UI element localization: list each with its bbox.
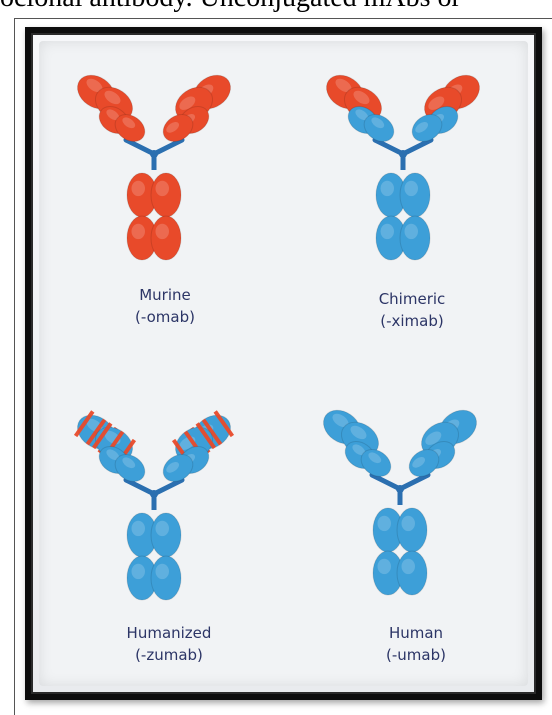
top-divider bbox=[14, 18, 552, 19]
humanized-label: Humanized (-zumab) bbox=[99, 622, 239, 666]
human-antibody-diagram bbox=[320, 405, 482, 595]
header-partial-text: oclonal antibody. Unconjugated mAbs or bbox=[0, 0, 552, 14]
murine-label: Murine (-omab) bbox=[95, 284, 235, 328]
humanized-suffix: (-zumab) bbox=[99, 644, 239, 666]
left-divider bbox=[14, 18, 15, 715]
murine-suffix: (-omab) bbox=[95, 306, 235, 328]
chimeric-antibody-diagram bbox=[323, 70, 485, 260]
hinge-linker bbox=[126, 140, 182, 170]
humanized-antibody-diagram bbox=[74, 410, 236, 600]
hinge-linker bbox=[372, 475, 428, 505]
human-suffix: (-umab) bbox=[346, 644, 486, 666]
chimeric-label: Chimeric (-ximab) bbox=[342, 288, 482, 332]
chimeric-suffix: (-ximab) bbox=[342, 310, 482, 332]
chimeric-name: Chimeric bbox=[342, 288, 482, 310]
fc-domain-right-lower bbox=[397, 551, 427, 595]
hinge-linker bbox=[375, 140, 431, 170]
fc-domain-right-lower bbox=[400, 216, 430, 260]
murine-name: Murine bbox=[95, 284, 235, 306]
murine-antibody-diagram bbox=[74, 70, 236, 260]
fc-domain-right-upper bbox=[151, 173, 181, 217]
humanized-name: Humanized bbox=[99, 622, 239, 644]
human-name: Human bbox=[346, 622, 486, 644]
fc-domain-right-upper bbox=[151, 513, 181, 557]
human-label: Human (-umab) bbox=[346, 622, 486, 666]
fc-domain-right-upper bbox=[400, 173, 430, 217]
fc-domain-right-lower bbox=[151, 216, 181, 260]
hinge-linker bbox=[126, 480, 182, 510]
fc-domain-right-upper bbox=[397, 508, 427, 552]
fc-domain-right-lower bbox=[151, 556, 181, 600]
